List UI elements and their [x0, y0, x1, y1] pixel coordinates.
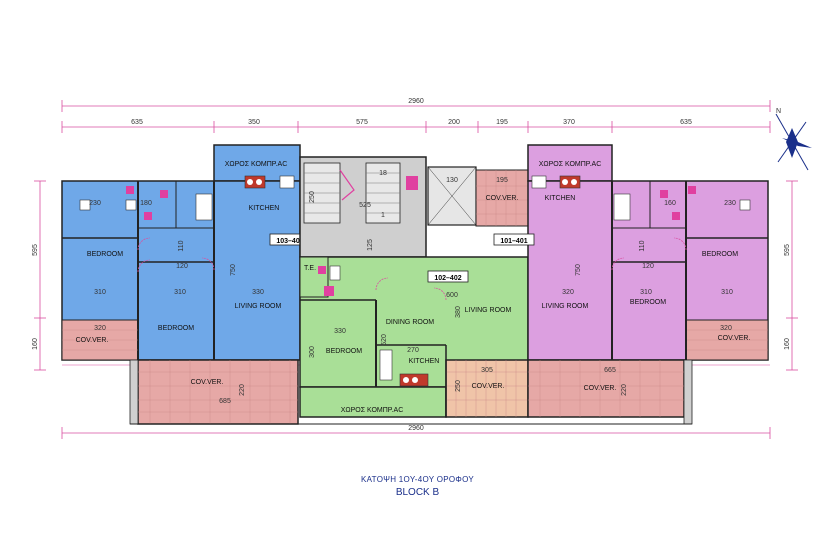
dim-1: 1 — [381, 212, 385, 219]
dim-130: 130 — [446, 177, 458, 184]
dim-220-b: 220 — [621, 384, 628, 396]
label-right-kitchen: KITCHEN — [545, 195, 576, 202]
label-left-cov-big: COV.VER. — [191, 379, 224, 386]
dimension-bottom-overall: 2960 — [61, 425, 771, 439]
label-right-bedroom-1: BEDROOM — [702, 251, 738, 258]
dim-left-160: 160 — [32, 338, 39, 350]
dimension-left: 595 160 — [32, 180, 46, 371]
label-right-cov-big: COV.VER. — [584, 385, 617, 392]
north-label: N — [776, 108, 781, 115]
dim-310-c: 310 — [640, 289, 652, 296]
dim-top-seg-3: 575 — [356, 119, 368, 126]
label-right-cov-small: COV.VER. — [718, 335, 751, 342]
dim-250-b: 250 — [455, 380, 462, 392]
dim-230-b: 230 — [724, 200, 736, 207]
caption-floor: ΚΑΤΟΨΗ 1ΟΥ-4ΟΥ ΟΡΟΦΟΥ — [360, 475, 474, 484]
dim-120-b: 120 — [642, 263, 654, 270]
dim-overall-bottom: 2960 — [408, 425, 424, 432]
label-left-living: LIVING ROOM — [235, 303, 282, 310]
dim-top-seg-5: 195 — [496, 119, 508, 126]
dim-310-d: 310 — [721, 289, 733, 296]
dim-520: 520 — [381, 334, 388, 346]
dim-330-b: 330 — [334, 328, 346, 335]
label-left-storage: ΧΩΡΟΣ ΚΟΜΠΡ.ΑC — [225, 161, 288, 168]
dim-230-a: 230 — [89, 200, 101, 207]
dimension-right: 595 160 — [784, 180, 798, 371]
dim-top-seg-7: 635 — [680, 119, 692, 126]
label-mid-living: LIVING ROOM — [465, 307, 512, 314]
accessibility-icon — [406, 176, 418, 190]
dim-160-b: 160 — [664, 200, 676, 207]
dim-320-c: 320 — [720, 325, 732, 332]
dim-overall-top: 2960 — [408, 98, 424, 105]
label-left-bedroom-1: BEDROOM — [87, 251, 123, 258]
unit-tag-right: 101–401 — [500, 238, 527, 245]
label-left-bedroom-2: BEDROOM — [158, 325, 194, 332]
dim-125: 125 — [367, 239, 374, 251]
label-mid-storage: ΧΩΡΟΣ ΚΟΜΠΡ.ΑC — [341, 407, 404, 414]
dim-left-595: 595 — [32, 244, 39, 256]
label-right-storage: ΧΩΡΟΣ ΚΟΜΠΡ.ΑC — [539, 161, 602, 168]
dimension-top-segments: 635 350 575 200 195 370 635 — [61, 119, 771, 133]
caption-block: BLOCK B — [395, 487, 440, 498]
dim-305: 305 — [481, 367, 493, 374]
dim-18: 18 — [379, 170, 387, 177]
dim-195: 195 — [496, 177, 508, 184]
dim-270: 270 — [407, 347, 419, 354]
dim-310-a: 310 — [94, 289, 106, 296]
unit-tag-mid: 102–402 — [434, 275, 461, 282]
unit-tag-left: 103–403 — [276, 238, 303, 245]
label-core-cov: COV.VER. — [486, 195, 519, 202]
dim-380: 380 — [455, 306, 462, 318]
dim-220-a: 220 — [239, 384, 246, 396]
dimension-top-overall: 2960 — [61, 98, 771, 112]
dim-310-b: 310 — [174, 289, 186, 296]
label-mid-te: T.E. — [304, 265, 316, 272]
dim-right-595: 595 — [784, 244, 791, 256]
dim-250: 250 — [309, 191, 316, 203]
label-mid-kitchen: KITCHEN — [409, 358, 440, 365]
label-left-kitchen: KITCHEN — [249, 205, 280, 212]
label-mid-cov: COV.VER. — [472, 383, 505, 390]
dim-top-seg-1: 635 — [131, 119, 143, 126]
dim-665: 665 — [604, 367, 616, 374]
unit-tag-mid-box — [427, 270, 469, 283]
label-right-bedroom-2: BEDROOM — [630, 299, 666, 306]
label-left-cov-small: COV.VER. — [76, 337, 109, 344]
label-mid-bedroom: BEDROOM — [326, 348, 362, 355]
dim-top-seg-2: 350 — [248, 119, 260, 126]
dim-330-a: 330 — [252, 289, 264, 296]
dim-320-a: 320 — [94, 325, 106, 332]
dim-330-c: 320 — [562, 289, 574, 296]
unit-middle: 600 330 270 305 300 380 250 520 T.E. DIN… — [299, 256, 529, 418]
label-mid-dining: DINING ROOM — [386, 319, 434, 326]
dim-750-b: 750 — [575, 264, 582, 276]
dim-top-seg-6: 370 — [563, 119, 575, 126]
dim-685: 685 — [219, 398, 231, 405]
label-right-living: LIVING ROOM — [542, 303, 589, 310]
dim-600: 600 — [446, 292, 458, 299]
dim-180-a: 180 — [140, 200, 152, 207]
dim-110-a: 110 — [178, 240, 185, 251]
unit-right: 230 160 310 310 320 320 110 120 750 220 … — [493, 144, 769, 425]
dim-750-a: 750 — [230, 264, 237, 276]
dim-right-160: 160 — [784, 338, 791, 350]
dim-120-a: 120 — [176, 263, 188, 270]
core-stairs: COV.VER. 18 1 525 250 125 130 195 — [299, 156, 529, 258]
unit-tag-right-box — [493, 233, 535, 246]
dim-top-seg-4: 200 — [448, 119, 460, 126]
dim-300: 300 — [309, 346, 316, 358]
north-arrow-icon: N — [775, 108, 812, 171]
unit-left: 230 180 310 310 330 320 110 120 750 220 … — [61, 144, 311, 425]
dim-110-b: 110 — [639, 240, 646, 251]
dim-525: 525 — [359, 202, 371, 209]
